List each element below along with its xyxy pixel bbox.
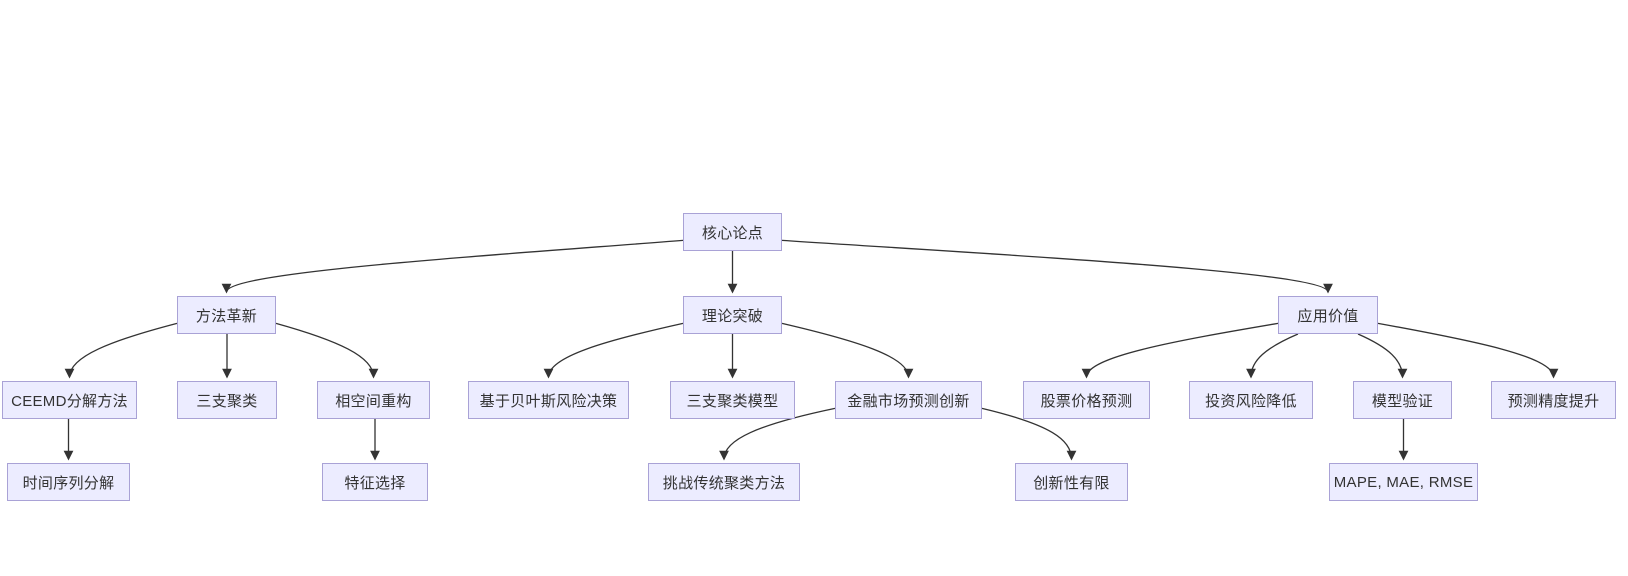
- edge-group: [63, 239, 1559, 461]
- edge-value-to-stock: [1081, 322, 1279, 379]
- diagram-node-limited: 创新性有限: [1015, 463, 1128, 501]
- diagram-node-method: 方法革新: [177, 296, 276, 334]
- diagram-node-precision: 预测精度提升: [1491, 381, 1616, 419]
- edge-root-to-method: [221, 239, 684, 294]
- edge-root-to-value: [781, 239, 1333, 294]
- diagram-node-finance: 金融市场预测创新: [835, 381, 982, 419]
- diagram-node-challenge: 挑战传统聚类方法: [648, 463, 800, 501]
- edge-theory-to-finance: [781, 322, 914, 379]
- diagram-node-stock: 股票价格预测: [1023, 381, 1150, 419]
- diagram-node-phase: 相空间重构: [317, 381, 430, 419]
- edge-method-to-ceemd: [64, 322, 178, 379]
- diagram-node-modelval: 模型验证: [1353, 381, 1452, 419]
- diagram-node-risk: 投资风险降低: [1189, 381, 1313, 419]
- diagram-node-value: 应用价值: [1278, 296, 1378, 334]
- diagram-node-metrics: MAPE, MAE, RMSE: [1329, 463, 1478, 501]
- diagram-node-theory: 理论突破: [683, 296, 782, 334]
- diagram-node-threeway: 三支聚类: [177, 381, 277, 419]
- diagram-node-feature: 特征选择: [322, 463, 428, 501]
- edge-method-to-phase: [275, 322, 379, 379]
- edge-value-to-precision: [1377, 322, 1559, 379]
- diagram-node-threemodel: 三支聚类模型: [670, 381, 795, 419]
- edge-theory-to-bayes: [543, 322, 684, 379]
- diagram-node-bayes: 基于贝叶斯风险决策: [468, 381, 629, 419]
- diagram-node-timeseries: 时间序列分解: [7, 463, 130, 501]
- edge-value-to-risk: [1246, 333, 1299, 379]
- diagram-node-root: 核心论点: [683, 213, 782, 251]
- edge-value-to-modelval: [1357, 333, 1408, 379]
- diagram-node-ceemd: CEEMD分解方法: [2, 381, 137, 419]
